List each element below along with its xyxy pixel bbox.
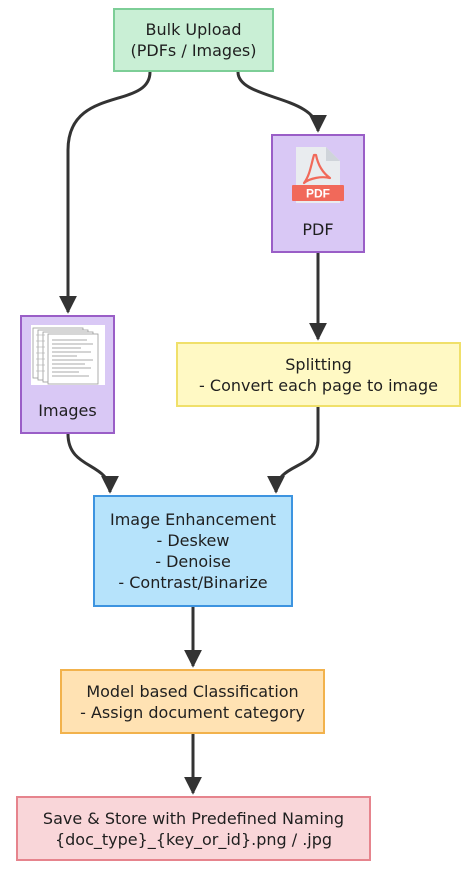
- pdf-file-icon: PDF: [292, 147, 344, 203]
- save-store-naming-pattern: {doc_type}_{key_or_id}.png / .jpg: [54, 829, 333, 849]
- classification-node: Model based Classification - Assign docu…: [60, 669, 325, 734]
- images-label: Images: [38, 401, 97, 420]
- bulk-upload-node: Bulk Upload (PDFs / Images): [113, 8, 274, 72]
- save-store-title: Save & Store with Predefined Naming: [42, 808, 345, 828]
- enhancement-step-deskew: - Deskew: [156, 531, 230, 550]
- splitting-node: Splitting - Convert each page to image: [176, 342, 461, 407]
- save-store-node: Save & Store with Predefined Naming {doc…: [16, 796, 371, 861]
- enhancement-title: Image Enhancement: [109, 510, 276, 529]
- splitting-detail: - Convert each page to image: [199, 375, 438, 395]
- splitting-title: Splitting: [285, 354, 352, 374]
- image-enhancement-node: Image Enhancement - Deskew - Denoise - C…: [93, 495, 293, 607]
- images-node: Images: [20, 315, 115, 434]
- pdf-node: PDF PDF: [271, 134, 365, 253]
- edge-splitting-to-enhancement: [267, 407, 320, 494]
- edge-images-to-enhancement: [66, 433, 119, 494]
- classification-detail: - Assign document category: [80, 702, 305, 722]
- enhancement-step-denoise: - Denoise: [155, 552, 231, 571]
- edge-bulk-to-pdf: [236, 71, 327, 133]
- edge-bulk-to-images: [59, 71, 152, 314]
- pdf-label: PDF: [302, 220, 334, 239]
- bulk-upload-subtitle: (PDFs / Images): [130, 41, 257, 60]
- pdf-icon-badge-text: PDF: [306, 187, 330, 201]
- classification-title: Model based Classification: [86, 681, 299, 701]
- scanned-documents-image: [30, 325, 105, 385]
- enhancement-step-contrast: - Contrast/Binarize: [118, 573, 268, 592]
- bulk-upload-title: Bulk Upload: [145, 20, 242, 39]
